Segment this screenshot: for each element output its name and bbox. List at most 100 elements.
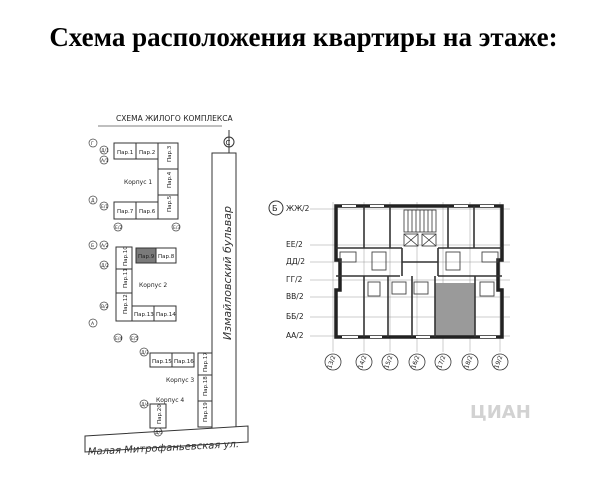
row-axis-label: ГГ/2 xyxy=(286,275,303,284)
windows xyxy=(342,205,496,338)
axis-label: А/2 xyxy=(101,243,109,249)
axis-circle xyxy=(355,353,373,371)
axis-circle xyxy=(113,222,123,232)
axis-label: Е/2 xyxy=(115,225,122,231)
parcel-7 xyxy=(113,201,137,220)
parcel-label: Пар.2 xyxy=(139,150,155,156)
parcel-label: Пар.16 xyxy=(174,359,194,365)
axis-circle xyxy=(408,353,426,371)
parcel-19 xyxy=(197,400,213,428)
axis-circle xyxy=(381,353,399,371)
col-axis-label: 18/2 xyxy=(463,354,474,369)
axis-label: Д/1 xyxy=(101,148,109,154)
axis-circle xyxy=(88,195,98,205)
axis-circle xyxy=(461,353,479,371)
axis-label: Е/3 xyxy=(173,225,180,231)
north-mark: С xyxy=(226,139,231,147)
site-plan-heading: СХЕМА ЖИЛОГО КОМПЛЕКСА xyxy=(116,114,233,123)
axis-circle xyxy=(129,333,139,343)
parcel-label: Пар.6 xyxy=(139,209,156,215)
axis-label: Д/5 xyxy=(155,430,163,436)
interior-walls xyxy=(336,206,502,337)
axis-label: Е/1 xyxy=(101,204,108,210)
parcel-label: Пар.9 xyxy=(138,254,155,260)
axis-label: Д/2 xyxy=(101,263,109,269)
axis-circle-b xyxy=(268,200,284,216)
north-arrow-icon: С xyxy=(223,130,235,154)
col-axis-label: 17/2 xyxy=(436,354,447,369)
parcel-label: Пар.7 xyxy=(117,209,134,215)
row-axis-label: ВВ/2 xyxy=(286,292,304,301)
street-boulevard-label: Измайловский бульвар xyxy=(221,206,234,340)
axis-circle xyxy=(99,240,109,250)
row-axis-label: ЕЕ/2 xyxy=(286,240,303,249)
korpus-1-block: Пар.1 Пар.2 Пар.3 Пар.4 Пар.5 Пар.6 Пар.… xyxy=(113,142,179,220)
axis-circle xyxy=(88,240,98,250)
axis-circle xyxy=(99,260,109,270)
watermark: ЦИАН xyxy=(470,402,531,423)
col-axis-labels: 13/2 14/2 15/2 16/2 17/2 18/2 19/2 xyxy=(324,353,509,371)
axis-circle xyxy=(139,347,149,357)
row-axis-label: ЖЖ/2 xyxy=(286,204,310,213)
parcel-label: Пар.5 xyxy=(167,195,173,212)
axis-circle xyxy=(139,399,149,409)
row-axis-label: ББ/2 xyxy=(286,312,304,321)
korpus-label: Корпус 1 xyxy=(124,179,152,186)
axis-circle xyxy=(99,155,109,165)
parcel-label: Пар.17 xyxy=(203,352,209,372)
row-axis-labels: Б ЖЖ/2 ЕЕ/2 ДД/2 ГГ/2 ВВ/2 ББ/2 АА/2 xyxy=(268,200,310,340)
korpus-2-block: Пар.9 Пар.8 Пар.10 Пар.11 Пар.12 Пар.13 … xyxy=(115,246,177,322)
parcel-14 xyxy=(153,305,177,322)
parcel-label: Пар.13 xyxy=(134,312,154,318)
floor-plan: Б ЖЖ/2 ЕЕ/2 ДД/2 ГГ/2 ВВ/2 ББ/2 АА/2 13/… xyxy=(268,200,531,423)
stair-core xyxy=(403,209,437,247)
axis-circle xyxy=(171,222,181,232)
axis-label: А xyxy=(91,321,95,327)
axis-circle xyxy=(324,353,342,371)
parcel-label: Пар.20 xyxy=(157,404,163,424)
watermark-text: ЦИАН xyxy=(470,402,531,423)
parcel-label: Пар.1 xyxy=(117,150,133,156)
page-title: Схема расположения квартиры на этаже: xyxy=(49,22,558,52)
parcel-label: Пар.18 xyxy=(203,376,209,396)
parcel-label: Пар.12 xyxy=(123,294,129,314)
axis-label: В/2 xyxy=(101,304,109,310)
axis-circle xyxy=(99,201,109,211)
korpus-4-block: Пар.20 Корпус 4 xyxy=(149,397,184,429)
parcel-label: Пар.8 xyxy=(158,254,175,260)
axis-circle xyxy=(88,138,98,148)
korpus-label: Корпус 2 xyxy=(139,282,167,289)
axis-circle xyxy=(88,318,98,328)
parcel-label: Пар.10 xyxy=(123,246,129,266)
axis-label: Д/3 xyxy=(141,350,149,356)
row-axis-label: ДД/2 xyxy=(286,257,305,266)
axis-label: Д xyxy=(91,198,95,204)
parcel-label: Пар.4 xyxy=(167,171,173,188)
col-axis-label: 13/2 xyxy=(326,354,337,369)
site-plan: СХЕМА ЖИЛОГО КОМПЛЕКСА С Измайловский бу… xyxy=(84,114,249,458)
axis-circle xyxy=(99,301,109,311)
wet-rooms xyxy=(339,251,499,297)
korpus-label: Корпус 4 xyxy=(156,397,184,404)
axis-label: Д/4 xyxy=(141,402,149,408)
row-axis-b: Б xyxy=(272,204,278,213)
axis-label: Г xyxy=(91,141,94,147)
col-axis-label: 19/2 xyxy=(493,354,504,369)
col-axis-label: 15/2 xyxy=(383,354,394,369)
axis-circle xyxy=(113,333,123,343)
parcel-8 xyxy=(155,247,177,264)
boulevard-band xyxy=(211,152,237,441)
axis-label: А/1 xyxy=(101,158,109,164)
col-axis-label: 14/2 xyxy=(357,354,368,369)
parcel-label: Пар.19 xyxy=(203,402,209,422)
korpus-label: Корпус 3 xyxy=(166,377,194,384)
selected-apartment xyxy=(435,283,475,338)
axis-label: Б xyxy=(91,243,94,249)
parcel-label: Пар.14 xyxy=(156,312,176,318)
axis-circle xyxy=(153,427,163,437)
parcel-label: Пар.15 xyxy=(152,359,172,365)
axis-circle xyxy=(434,353,452,371)
col-axis-label: 16/2 xyxy=(410,354,421,369)
axis-label: Е/5 xyxy=(131,336,138,342)
